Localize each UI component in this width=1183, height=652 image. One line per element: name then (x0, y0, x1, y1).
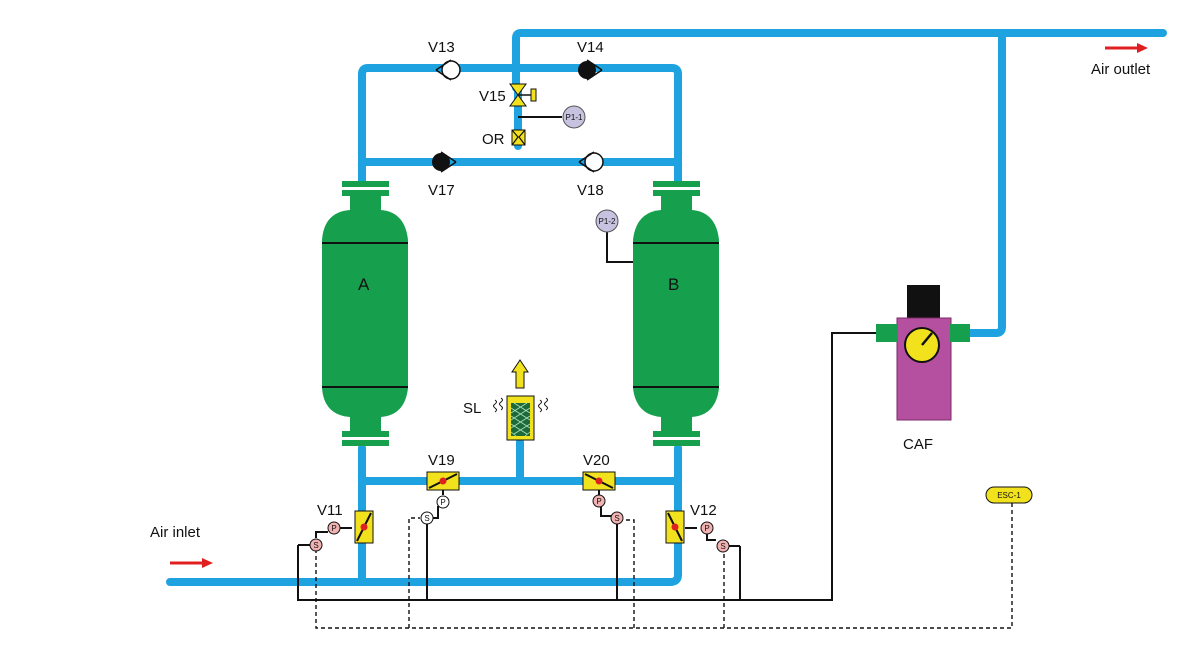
tank-a-bottom-flange-lower (342, 440, 389, 446)
svg-text:S: S (313, 541, 318, 550)
v20-ps-link (600, 505, 612, 517)
v19-pilot-p: P (436, 495, 450, 509)
v19-label: V19 (428, 452, 455, 469)
v12-label: V12 (690, 502, 717, 519)
v19-solenoid-s: S (420, 511, 434, 525)
esc-dashed-lines (315, 503, 1013, 629)
v11-ps-link (315, 531, 328, 538)
tank-a-bottom-neck (350, 416, 381, 432)
tank-b-bottom-neck (661, 416, 692, 432)
v20-label: V20 (583, 452, 610, 469)
check-valve-v17: V17 (428, 151, 457, 199)
p1-2-label: P1-2 (599, 217, 616, 226)
v20-solenoid-s: S (610, 511, 624, 525)
tank-b: B (633, 181, 719, 446)
esc-label: ESC-1 (997, 491, 1021, 500)
tank-a: A (322, 181, 408, 446)
outlet-pipe (512, 29, 1167, 92)
v11-solenoid-s: S (309, 538, 323, 552)
v11-pilot-p: P (327, 521, 341, 535)
caf-left-port (876, 324, 898, 342)
pressure-sensor-p1-1: P1-1 (562, 105, 586, 129)
air-outlet-label: Air outlet (1091, 61, 1151, 78)
caf-solenoid-top (907, 285, 940, 319)
v17-label: V17 (428, 182, 455, 199)
svg-text:P: P (440, 498, 445, 507)
svg-text:S: S (614, 514, 619, 523)
tank-b-body (633, 210, 719, 417)
tank-b-label: B (668, 275, 679, 294)
svg-text:P: P (596, 497, 601, 506)
esc-dashed-loop (315, 503, 1013, 629)
tank-a-top-flange-lower (342, 190, 389, 196)
manual-valve-v15: V15 (479, 83, 537, 107)
check-valve-v13: V13 (428, 39, 461, 81)
exhaust-arrow (511, 359, 529, 389)
main-signal-line (297, 332, 876, 601)
v19-sp-link (433, 506, 439, 519)
tank-b-bottom-pipe (166, 444, 682, 586)
p1-2-line (606, 229, 634, 263)
valve-v11: V11 (317, 502, 374, 544)
caf-gauge-needle (921, 332, 933, 346)
tank-b-top-flange-lower (653, 190, 700, 196)
caf-right-port (950, 324, 970, 342)
v11-label: V11 (317, 502, 343, 519)
v12-solenoid-s: S (716, 539, 730, 553)
tank-b-top-flange-upper (653, 181, 700, 187)
valve-v19: V19 (426, 452, 460, 491)
v18-label: V18 (577, 182, 604, 199)
valve-v20: V20 (582, 452, 616, 491)
tank-b-bottom-flange-upper (653, 431, 700, 437)
svg-text:P: P (331, 524, 336, 533)
or-label: OR (482, 131, 505, 148)
valve-v12: V12 (665, 502, 717, 544)
top-header-pipe (358, 64, 682, 186)
v13-label: V13 (428, 39, 455, 56)
orifice-or: OR (482, 129, 526, 148)
tank-a-label: A (358, 275, 370, 294)
pressure-sensor-p1-2: P1-2 (595, 209, 619, 233)
svg-text:P: P (704, 524, 709, 533)
svg-text:S: S (424, 514, 429, 523)
caf-filter: CAF (876, 285, 970, 453)
check-valve-v18: V18 (577, 151, 604, 199)
esc-dashed-v19 (408, 517, 420, 628)
tank-a-bottom-flange-upper (342, 431, 389, 437)
tank-b-top-neck (661, 195, 692, 211)
v14-label: V14 (577, 39, 604, 56)
caf-outlet-pipe (964, 29, 1006, 337)
tank-a-top-flange-upper (342, 181, 389, 187)
air-inlet-arrow: Air inlet (150, 524, 213, 568)
tank-a-top-neck (350, 195, 381, 211)
silencer-sl: SL (463, 359, 548, 441)
v12-pilot-p: P (700, 521, 714, 535)
air-outlet-arrow: Air outlet (1091, 43, 1151, 78)
v15-label: V15 (479, 88, 506, 105)
sl-label: SL (463, 400, 481, 417)
svg-text:S: S (720, 542, 725, 551)
caf-label: CAF (903, 436, 933, 453)
air-inlet-label: Air inlet (150, 524, 201, 541)
tank-a-body (322, 210, 408, 417)
check-valve-v14: V14 (577, 39, 604, 81)
esc-dashed-v20 (622, 519, 635, 628)
v20-pilot-p: P (592, 494, 606, 508)
p1-1-label: P1-1 (566, 113, 583, 122)
tank-b-bottom-flange-lower (653, 440, 700, 446)
controller-esc-1: ESC-1 (985, 486, 1033, 504)
